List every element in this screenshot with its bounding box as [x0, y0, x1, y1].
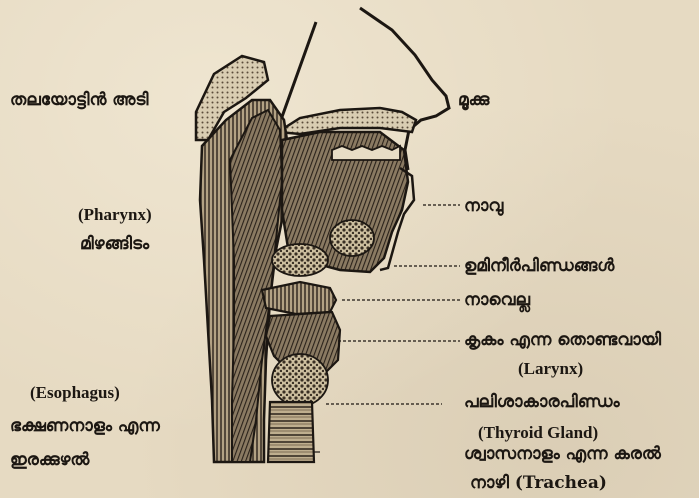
label-trachea-ml-1: ശ്വാസനാളം എന്ന കരൽ [464, 446, 661, 463]
palate-bone [278, 108, 416, 134]
label-salivary-glands: ഉമിനീർപിണ്ഡങ്ങൾ [464, 258, 614, 275]
thyroid-gland [272, 354, 328, 406]
label-esophagus-ml-1: ഭക്ഷണനാളം എന്ന [10, 418, 160, 435]
label-tongue: നാവു [464, 198, 503, 215]
label-thyroid-ml: പലിശാകാരപിണ്ഡം [464, 394, 620, 411]
nose-outline [278, 22, 316, 128]
label-nose: മൂക്കു [458, 92, 489, 109]
label-larynx-ml: കൃകം എന്ന തൊണ്ടവായി [464, 332, 661, 349]
label-epiglottis: നാവെല്ല [464, 292, 530, 309]
label-larynx-en: (Larynx) [518, 360, 583, 377]
label-pharynx-en: (Pharynx) [78, 206, 152, 223]
epiglottis [262, 282, 336, 314]
salivary-gland-2 [330, 220, 374, 256]
label-trachea-ml-2: നാഴി (Trachea) [470, 475, 607, 492]
trachea [268, 402, 314, 462]
label-esophagus-en: (Esophagus) [30, 384, 120, 401]
salivary-gland-1 [272, 244, 328, 276]
label-esophagus-ml-2: ഇരക്കുഴൽ [10, 452, 89, 469]
label-thyroid-en: (Thyroid Gland) [478, 424, 598, 441]
label-skull-base: തലയോട്ടിൻ അടി [10, 92, 148, 109]
label-pharynx-ml: മിഴങ്ങിടം [80, 236, 149, 253]
